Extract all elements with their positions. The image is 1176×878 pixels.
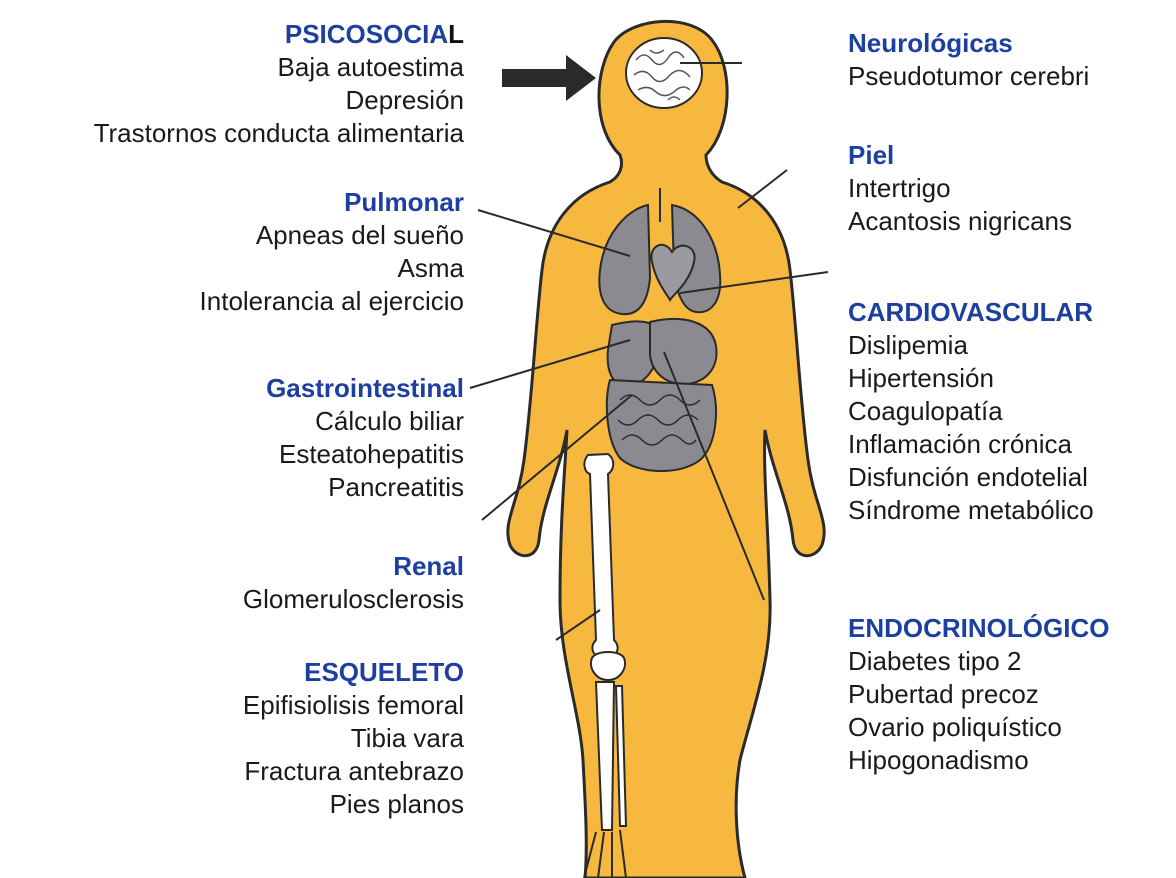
list-item: Pancreatitis bbox=[266, 471, 464, 504]
list-item: Acantosis nigricans bbox=[848, 205, 1072, 238]
group-pulmonar: Pulmonar Apneas del sueño Asma Intoleran… bbox=[200, 186, 464, 318]
heading-suffix: L bbox=[448, 19, 464, 49]
stomach bbox=[650, 319, 717, 384]
heading-esqueleto: ESQUELETO bbox=[243, 656, 464, 689]
list-item: Coagulopatía bbox=[848, 395, 1094, 428]
list-item: Pubertad precoz bbox=[848, 678, 1109, 711]
tibia bbox=[596, 682, 626, 830]
group-psicosocial: PSICOSOCIAL Baja autoestima Depresión Tr… bbox=[94, 18, 464, 150]
group-cardiovascular: CARDIOVASCULAR Dislipemia Hipertensión C… bbox=[848, 296, 1094, 527]
heading-piel: Piel bbox=[848, 139, 1072, 172]
list-item: Pies planos bbox=[243, 788, 464, 821]
list-item: Diabetes tipo 2 bbox=[848, 645, 1109, 678]
list-item: Pseudotumor cerebri bbox=[848, 60, 1089, 93]
group-neurologicas: Neurológicas Pseudotumor cerebri bbox=[848, 27, 1089, 93]
heading-gastrointestinal: Gastrointestinal bbox=[266, 372, 464, 405]
list-item: Fractura antebrazo bbox=[243, 755, 464, 788]
heading-endocrinologico: ENDOCRINOLÓGICO bbox=[848, 612, 1109, 645]
heading-cardiovascular: CARDIOVASCULAR bbox=[848, 296, 1094, 329]
list-item: Apneas del sueño bbox=[200, 219, 464, 252]
group-renal: Renal Glomerulosclerosis bbox=[243, 550, 464, 616]
heading-psicosocial: PSICOSOCIAL bbox=[94, 18, 464, 51]
list-item: Hipogonadismo bbox=[848, 744, 1109, 777]
group-gastrointestinal: Gastrointestinal Cálculo biliar Esteatoh… bbox=[266, 372, 464, 504]
list-item: Depresión bbox=[94, 84, 464, 117]
list-item: Síndrome metabólico bbox=[848, 494, 1094, 527]
intestines bbox=[607, 380, 716, 471]
list-item: Ovario poliquístico bbox=[848, 711, 1109, 744]
list-item: Epifisiolisis femoral bbox=[243, 689, 464, 722]
list-item: Dislipemia bbox=[848, 329, 1094, 362]
list-item: Disfunción endotelial bbox=[848, 461, 1094, 494]
list-item: Esteatohepatitis bbox=[266, 438, 464, 471]
list-item: Intertrigo bbox=[848, 172, 1072, 205]
list-item: Tibia vara bbox=[243, 722, 464, 755]
group-esqueleto: ESQUELETO Epifisiolisis femoral Tibia va… bbox=[243, 656, 464, 821]
heading-pulmonar: Pulmonar bbox=[200, 186, 464, 219]
list-item: Hipertensión bbox=[848, 362, 1094, 395]
list-item: Asma bbox=[200, 252, 464, 285]
heading-renal: Renal bbox=[243, 550, 464, 583]
knee bbox=[591, 652, 625, 680]
list-item: Glomerulosclerosis bbox=[243, 583, 464, 616]
list-item: Inflamación crónica bbox=[848, 428, 1094, 461]
list-item: Trastornos conducta alimentaria bbox=[94, 117, 464, 150]
list-item: Baja autoestima bbox=[94, 51, 464, 84]
heading-neurologicas: Neurológicas bbox=[848, 27, 1089, 60]
heading-text: PSICOSOCIA bbox=[285, 19, 448, 49]
group-endocrinologico: ENDOCRINOLÓGICO Diabetes tipo 2 Pubertad… bbox=[848, 612, 1109, 777]
list-item: Cálculo biliar bbox=[266, 405, 464, 438]
arrow-icon bbox=[502, 55, 596, 101]
group-piel: Piel Intertrigo Acantosis nigricans bbox=[848, 139, 1072, 238]
list-item: Intolerancia al ejercicio bbox=[200, 285, 464, 318]
line-piel bbox=[738, 170, 787, 208]
